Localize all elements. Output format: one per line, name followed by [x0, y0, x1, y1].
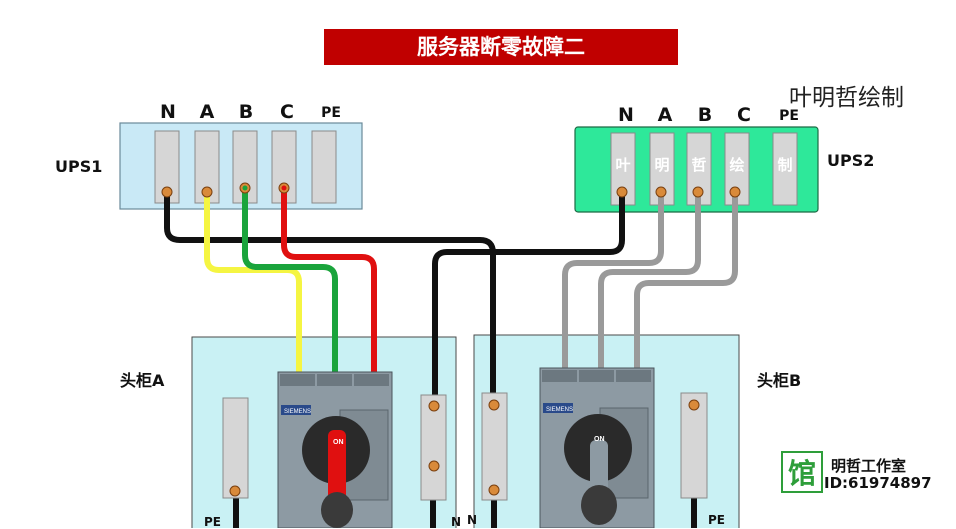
author-credit: 叶明哲绘制 — [789, 85, 904, 111]
ups2-bar-char-a: 明 — [654, 156, 669, 174]
cabinet-b-breaker-on: ON — [594, 436, 605, 443]
cabinet-b-n-bar — [481, 392, 508, 501]
ups1-terminal-pe-label: PE — [321, 105, 341, 121]
ups2-terminal-pe-label: PE — [779, 108, 799, 124]
ups2-terminal-b-label: B — [697, 104, 713, 126]
ups2-bar-char-b: 哲 — [691, 156, 706, 174]
cabinet-b-breaker[interactable] — [539, 367, 655, 528]
ups2-bar-chars: 叶 明 哲 绘 制 — [615, 156, 792, 174]
ups2-bar-char-pe: 制 — [777, 156, 792, 174]
ups2-terminal-c-label: C — [737, 104, 751, 126]
ups1-neutral-cable — [164, 192, 496, 413]
ups1-phase-a-cable — [204, 192, 302, 383]
ups1-terminal-c-label: C — [280, 101, 294, 123]
ups2-terminal-bars — [610, 132, 798, 206]
cabinet-a-n-bar — [420, 394, 447, 501]
cabinet-a-pe-bar — [222, 397, 249, 499]
ups2-terminal-n-label: N — [618, 104, 634, 126]
diagram-title: 服务器断零故障二 — [324, 29, 678, 65]
ups2-phase-a-cable — [562, 193, 664, 383]
ups1-terminal-n-label: N — [160, 101, 176, 123]
cabinet-a-pe-label: PE — [204, 515, 221, 529]
ups2-label: UPS2 — [827, 151, 875, 170]
ups2-terminal-a-label: A — [657, 104, 673, 126]
ups1-phase-c-cable — [281, 189, 377, 383]
ups1-label: UPS1 — [55, 157, 103, 176]
cabinet-b-breaker-brand: SIEMENS — [546, 407, 573, 413]
ups1-phase-b-cable — [242, 189, 338, 383]
cabinet-a-label: 头柜A — [120, 371, 165, 390]
cabinet-b-label: 头柜B — [757, 371, 802, 390]
cabinet-b-pe-label: PE — [708, 513, 725, 527]
ups2-phase-c-cable — [634, 193, 738, 383]
ups1-terminal-bars — [154, 130, 337, 204]
ups1-terminal-b-label: B — [238, 101, 254, 123]
ups2-bar-char-n: 叶 — [615, 156, 630, 174]
cabinet-a-breaker-brand: SIEMENS — [284, 409, 311, 415]
cabinet-a-breaker-on: ON — [333, 439, 344, 446]
ups2-neutral-cable — [432, 193, 625, 413]
cabinet-b-n-label: N — [467, 513, 478, 527]
ups1-terminal-a-label: A — [199, 101, 215, 123]
studio-logo-icon: 馆 — [781, 451, 823, 493]
cables — [164, 189, 738, 528]
studio-name: 明哲工作室 — [831, 457, 907, 475]
ups2-phase-b-cable — [598, 193, 701, 383]
ups2-bar-char-c: 绘 — [729, 156, 744, 174]
cabinet-a-n-label: N — [451, 515, 462, 529]
cabinet-b-pe-bar — [680, 392, 708, 499]
studio-id: ID:61974897 — [824, 474, 932, 492]
cabinet-a-breaker[interactable] — [277, 371, 393, 528]
